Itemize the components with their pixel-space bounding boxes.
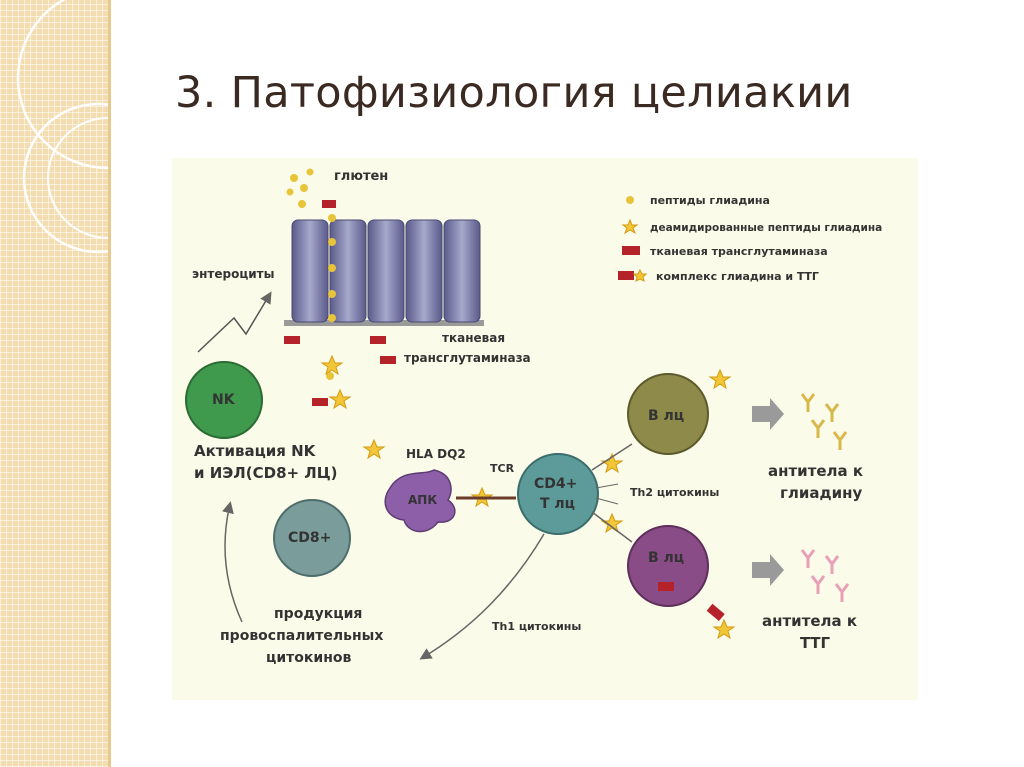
production-label-1: продукция <box>274 606 362 622</box>
ab-ttg-label-1: антитела к <box>762 612 857 630</box>
ab-gliadin-label-2: глиадину <box>780 484 862 502</box>
cd4-cell <box>517 453 599 535</box>
red-rect-icon <box>622 246 640 255</box>
tissue-tg-label-2: трансглутаминаза <box>404 351 531 365</box>
cd4-label-2: Т лц <box>540 496 575 512</box>
tcr-label: TCR <box>490 462 515 475</box>
b-cell-label-2: В лц <box>648 550 684 566</box>
star-icon <box>621 218 639 235</box>
apc-label: АПК <box>408 493 437 507</box>
cd8-label: CD8+ <box>288 530 331 546</box>
decorative-circles <box>16 0 108 254</box>
b-cell-ttg <box>627 525 709 607</box>
activation-label-2: и ИЭЛ(CD8+ ЛЦ) <box>194 464 338 482</box>
nk-label: NK <box>212 392 236 408</box>
cd8-cell <box>273 499 351 577</box>
ab-ttg-label-2: ТТГ <box>800 634 830 652</box>
apc-cell <box>384 469 456 533</box>
decorative-side-panel <box>0 0 111 767</box>
th1-label: Th1 цитокины <box>492 620 581 633</box>
gliadin-peptides <box>286 168 336 380</box>
legend-label-4: комплекс глиадина и ТТГ <box>656 270 819 283</box>
enterocytes-arrow <box>197 291 272 353</box>
antibodies-gliadin-icon <box>800 393 848 450</box>
antibodies-ttg-icon <box>800 549 850 602</box>
dot-icon <box>626 196 634 204</box>
rect-star-icon <box>618 271 634 280</box>
legend-label-1: пептиды глиадина <box>650 194 770 207</box>
hla-label: HLA DQ2 <box>406 447 466 461</box>
production-label-2: провоспалительных <box>220 628 383 644</box>
ttg-marks <box>284 200 396 406</box>
nk-cell <box>185 361 263 439</box>
legend: пептиды глиадина деамидированные пептиды… <box>618 194 882 283</box>
ab-gliadin-label-1: антитела к <box>768 462 863 480</box>
pathophysiology-diagram: глютен энтероциты тканевая трансглутамин… <box>185 168 882 666</box>
production-arrow <box>222 501 243 623</box>
diagram-panel: глютен энтероциты тканевая трансглутамин… <box>172 158 918 700</box>
enterocytes-group <box>284 219 484 326</box>
arrow-to-ab-ttg <box>752 554 784 586</box>
th1-arrow <box>419 533 545 660</box>
legend-label-2: деамидированные пептиды глиадина <box>650 222 882 234</box>
b-cell-label-1: В лц <box>648 408 684 424</box>
page-title: 3. Патофизиология целиакии <box>175 68 853 118</box>
tissue-tg-label-1: тканевая <box>442 331 505 345</box>
activation-label-1: Активация NK <box>194 442 317 460</box>
arrow-to-ab-gliadin <box>752 398 784 430</box>
production-label-3: цитокинов <box>266 650 352 666</box>
enterocytes-label: энтероциты <box>192 267 274 281</box>
b-cell-gliadin <box>627 373 709 455</box>
legend-label-3: тканевая трансглутаминаза <box>650 245 828 258</box>
cd4-label-1: CD4+ <box>534 476 577 492</box>
th2-label: Th2 цитокины <box>630 486 719 499</box>
gluten-label: глютен <box>334 169 388 184</box>
